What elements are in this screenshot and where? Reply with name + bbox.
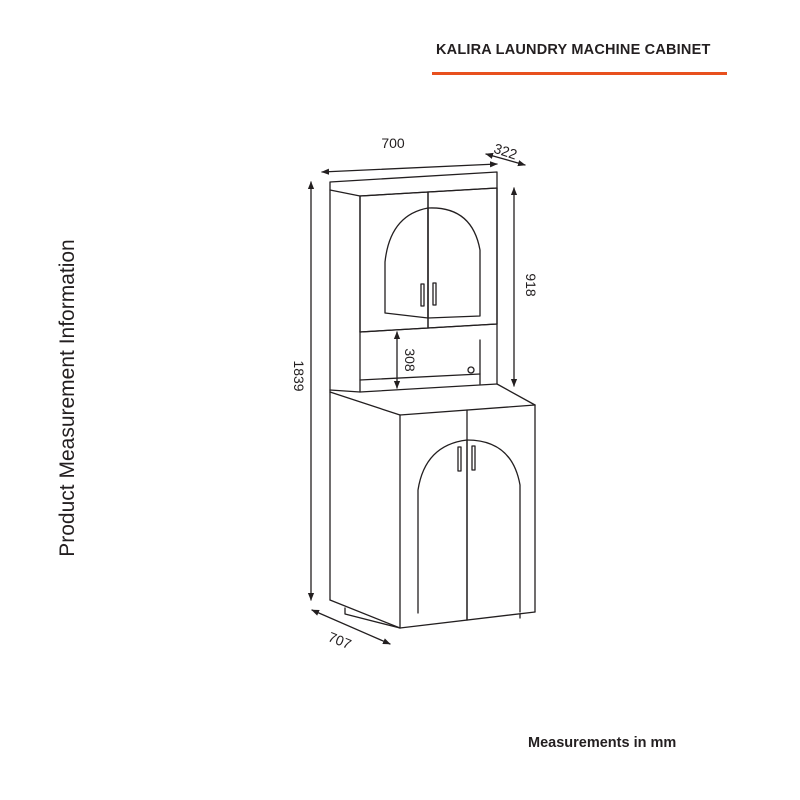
lower-top-right-edge xyxy=(496,383,536,406)
measurement-unit-note: Measurements in mm xyxy=(528,735,677,751)
upper-door-handle-left xyxy=(420,283,425,307)
dimension-line-depth-top xyxy=(485,152,526,167)
lower-door-left-arch xyxy=(417,439,468,621)
dimension-depth-top: 322 xyxy=(492,140,519,163)
shelf-peg xyxy=(467,366,475,374)
dimension-open-shelf: 308 xyxy=(402,348,418,372)
lower-top-back-edge xyxy=(329,383,498,393)
page-title: KALIRA LAUNDRY MACHINE CABINET xyxy=(436,42,711,58)
dimension-depth-bottom: 707 xyxy=(326,629,354,653)
open-shelf-floor xyxy=(359,373,481,381)
title-underline xyxy=(432,72,727,75)
dimension-height-top: 918 xyxy=(523,273,539,297)
upper-door-left xyxy=(359,191,429,333)
lower-door-handle-right xyxy=(471,445,476,471)
upper-door-handle-right xyxy=(432,282,437,306)
lower-door-handle-left xyxy=(457,446,462,472)
dimension-width-top: 700 xyxy=(381,135,405,151)
dimension-line-depth-bottom xyxy=(311,609,391,645)
upper-door-right xyxy=(427,187,498,329)
lower-door-right-arch xyxy=(466,439,521,613)
lower-top-left-edge xyxy=(329,391,401,416)
lower-bottom-left-edge xyxy=(329,599,401,629)
lower-cabinet xyxy=(329,383,536,629)
dimension-line-width-top xyxy=(321,161,498,175)
dimension-total-height: 1839 xyxy=(291,360,307,391)
upper-cabinet xyxy=(329,171,498,393)
upper-cabinet-bottom xyxy=(359,323,498,333)
dimension-lines xyxy=(307,152,526,645)
upper-door-right-arch xyxy=(427,207,481,319)
